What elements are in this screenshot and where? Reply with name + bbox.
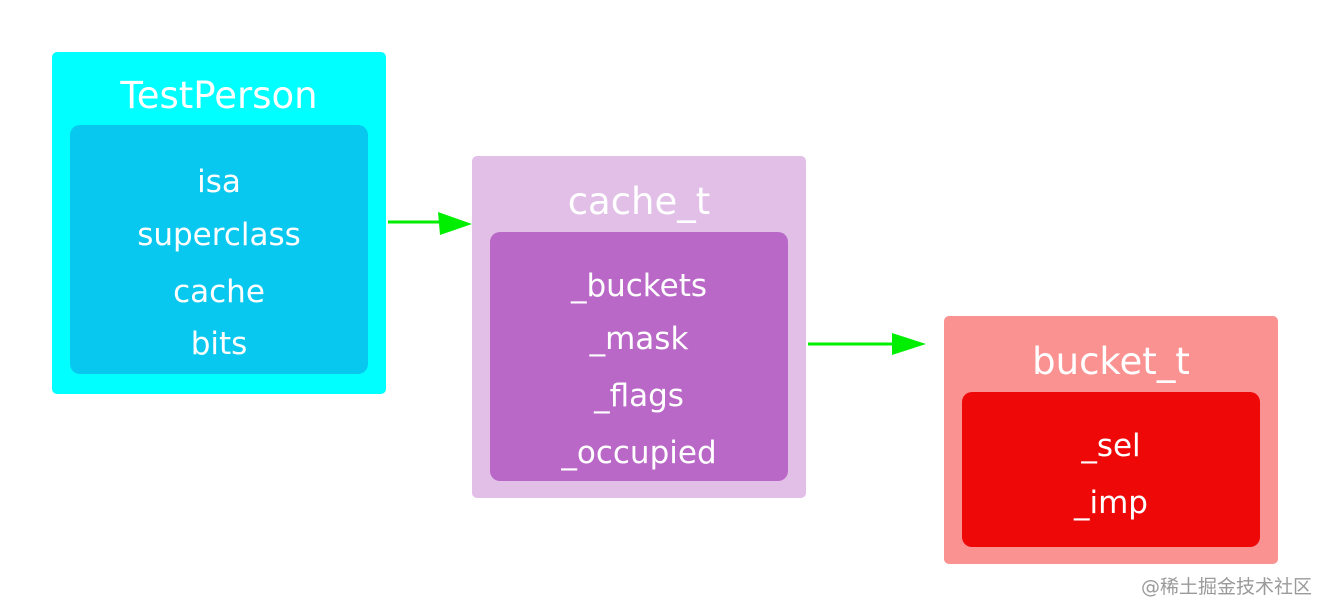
testperson-fields-panel: isa superclass cache bits <box>70 125 368 374</box>
cache-t-title: cache_t <box>567 180 711 223</box>
field-bits: bits <box>190 326 248 362</box>
testperson-box: TestPerson isa superclass cache bits <box>52 52 386 394</box>
field-imp: _imp <box>1074 485 1148 521</box>
field-isa: isa <box>197 164 241 200</box>
cache-t-box: cache_t _buckets _mask _flags _occupied <box>472 156 806 498</box>
arrow-cache-t-to-bucket-t <box>808 333 926 355</box>
field-superclass: superclass <box>137 217 301 253</box>
field-flags: _flags <box>594 378 684 414</box>
watermark: @稀土掘金技术社区 <box>1140 576 1312 598</box>
field-buckets: _buckets <box>570 268 708 304</box>
bucket-t-title: bucket_t <box>1032 340 1190 383</box>
arrow-testperson-to-cache-t <box>388 212 472 235</box>
cache-t-fields-panel: _buckets _mask _flags _occupied <box>490 232 788 481</box>
field-occupied: _occupied <box>561 435 717 471</box>
field-sel: _sel <box>1081 428 1141 464</box>
testperson-title: TestPerson <box>120 74 318 117</box>
bucket-t-fields-panel: _sel _imp <box>962 392 1260 547</box>
field-mask: _mask <box>589 321 689 357</box>
bucket-t-box: bucket_t _sel _imp <box>944 316 1278 564</box>
field-cache: cache <box>173 274 265 310</box>
